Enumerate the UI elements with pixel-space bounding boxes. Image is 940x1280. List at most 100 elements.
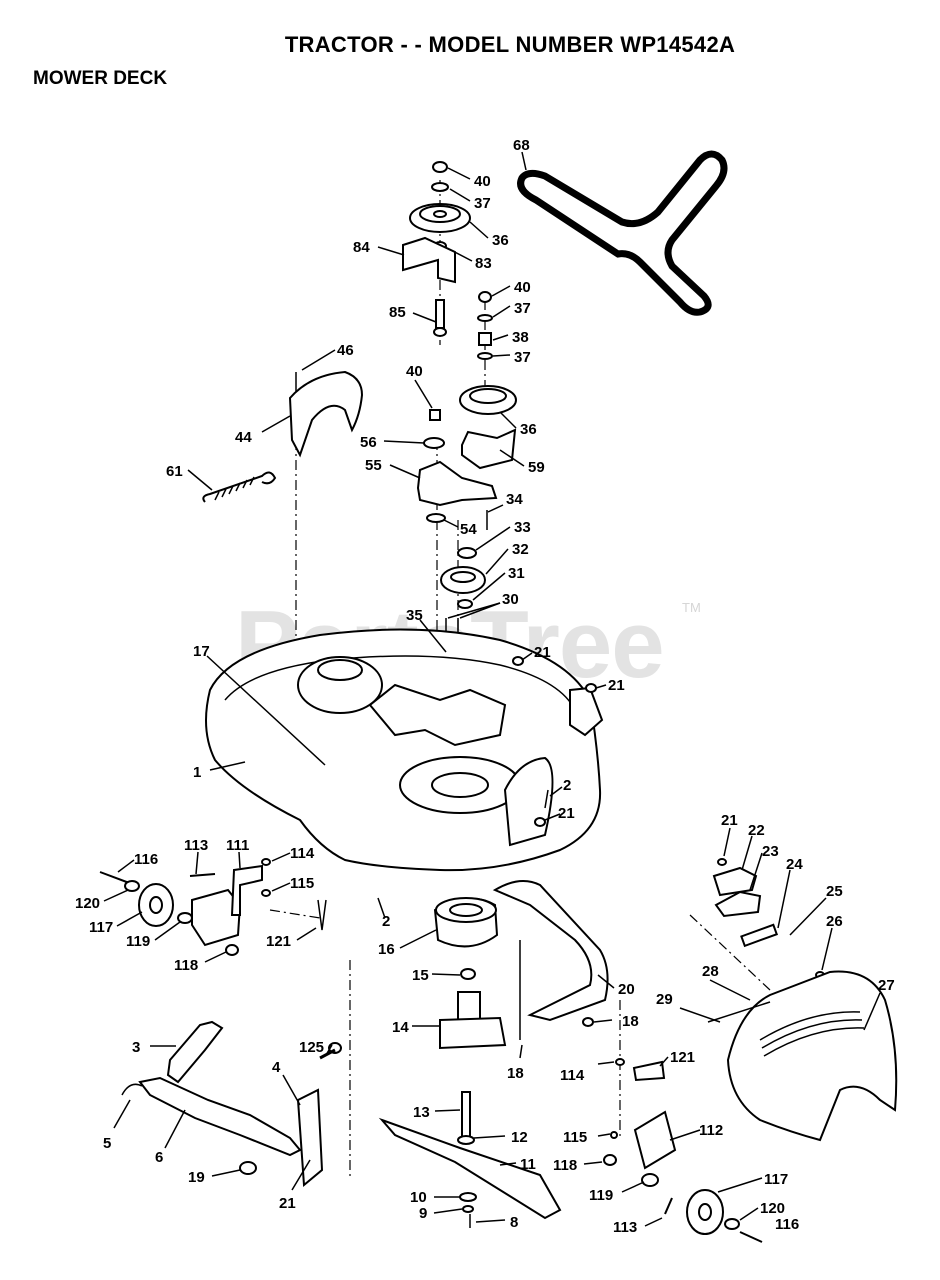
right-gauge-wheel-assembly[interactable] <box>603 1058 763 1243</box>
rear-baffle[interactable] <box>492 880 609 1040</box>
callout-28: 28 <box>702 963 719 980</box>
callout-15: 15 <box>412 967 429 984</box>
idler-pulley-upper[interactable] <box>402 161 471 337</box>
callout-56: 56 <box>360 434 377 451</box>
callout-10: 10 <box>410 1189 427 1206</box>
callout-22: 22 <box>748 822 765 839</box>
callout-61: 61 <box>166 463 183 480</box>
callout-55: 55 <box>365 457 382 474</box>
callout-83: 83 <box>475 255 492 272</box>
callout-117: 117 <box>764 1171 788 1188</box>
callout-118: 118 <box>174 957 198 974</box>
callout-20: 20 <box>618 981 635 998</box>
section-subtitle: MOWER DECK <box>33 68 168 89</box>
callout-4: 4 <box>272 1059 281 1076</box>
callout-59: 59 <box>528 459 545 476</box>
tension-spring[interactable] <box>202 471 277 503</box>
callout-121: 121 <box>266 933 291 950</box>
left-gauge-wheel-assembly[interactable] <box>99 858 327 956</box>
callout-17: 17 <box>193 643 210 660</box>
callout-116: 116 <box>134 851 158 868</box>
callout-23: 23 <box>762 843 779 860</box>
callout-85: 85 <box>389 304 406 321</box>
callout-14: 14 <box>392 1019 409 1036</box>
callout-115: 115 <box>563 1129 587 1146</box>
callout-5: 5 <box>103 1135 111 1152</box>
callout-2: 2 <box>563 777 571 794</box>
callout-37: 37 <box>514 300 531 317</box>
callout-16: 16 <box>378 941 395 958</box>
callout-116: 116 <box>775 1216 799 1233</box>
callout-32: 32 <box>512 541 529 558</box>
idler-pulley-lower[interactable] <box>459 291 517 470</box>
callout-25: 25 <box>826 883 843 900</box>
callout-36: 36 <box>492 232 509 249</box>
callout-114: 114 <box>560 1067 585 1084</box>
callout-2: 2 <box>382 913 390 930</box>
callout-19: 19 <box>188 1169 205 1186</box>
callout-18: 18 <box>622 1013 639 1030</box>
front-hanger-links[interactable] <box>121 1020 342 1188</box>
callout-37: 37 <box>474 195 491 212</box>
callout-13: 13 <box>413 1104 430 1121</box>
callout-12: 12 <box>511 1129 528 1146</box>
callout-114: 114 <box>290 845 315 862</box>
callout-21: 21 <box>608 677 625 694</box>
callout-117: 117 <box>89 919 113 936</box>
callout-11: 11 <box>520 1156 536 1173</box>
callout-120: 120 <box>75 895 100 912</box>
callout-112: 112 <box>699 1122 723 1139</box>
watermark-trademark: TM <box>682 600 701 615</box>
mower-deck-housing[interactable] <box>205 628 604 872</box>
callout-1: 1 <box>193 764 201 781</box>
callout-119: 119 <box>126 933 150 950</box>
callout-24: 24 <box>786 856 803 873</box>
callout-18: 18 <box>507 1065 524 1082</box>
callout-9: 9 <box>419 1205 427 1222</box>
callout-40: 40 <box>406 363 423 380</box>
callout-121: 121 <box>670 1049 695 1066</box>
callout-8: 8 <box>510 1214 518 1231</box>
belt-guard[interactable] <box>288 370 364 458</box>
callout-118: 118 <box>553 1157 577 1174</box>
spindle-assembly[interactable] <box>378 897 562 1228</box>
idler-bracket[interactable] <box>416 409 498 675</box>
callout-35: 35 <box>406 607 423 624</box>
callout-labels: 68 40 37 36 84 83 85 40 37 38 37 46 36 4… <box>75 137 895 1236</box>
callout-111: 111 <box>226 837 249 854</box>
callout-33: 33 <box>514 519 531 536</box>
page-title: TRACTOR - - MODEL NUMBER WP14542A <box>284 32 736 57</box>
callout-21: 21 <box>558 805 575 822</box>
callout-54: 54 <box>460 521 477 538</box>
callout-31: 31 <box>508 565 525 582</box>
callout-120: 120 <box>760 1200 785 1217</box>
callout-40: 40 <box>474 173 491 190</box>
callout-21: 21 <box>534 644 551 661</box>
callout-40: 40 <box>514 279 531 296</box>
callout-30: 30 <box>502 591 519 608</box>
callout-44: 44 <box>235 429 252 446</box>
callout-68: 68 <box>513 137 530 154</box>
callout-125: 125 <box>299 1039 324 1056</box>
callout-115: 115 <box>290 875 314 892</box>
callout-38: 38 <box>512 329 529 346</box>
callout-29: 29 <box>656 991 673 1008</box>
callout-34: 34 <box>506 491 523 508</box>
callout-21: 21 <box>279 1195 296 1212</box>
callout-3: 3 <box>132 1039 140 1056</box>
callout-26: 26 <box>826 913 843 930</box>
callout-37: 37 <box>514 349 531 366</box>
callout-119: 119 <box>589 1187 613 1204</box>
callout-113: 113 <box>613 1219 637 1236</box>
discharge-chute-assembly[interactable] <box>707 858 898 1142</box>
mower-belt[interactable] <box>517 150 728 316</box>
leader-lines <box>103 151 881 1227</box>
callout-46: 46 <box>337 342 354 359</box>
callout-21: 21 <box>721 812 738 829</box>
callout-36: 36 <box>520 421 537 438</box>
callout-6: 6 <box>155 1149 163 1166</box>
callout-27: 27 <box>878 977 895 994</box>
callout-84: 84 <box>353 239 370 256</box>
callout-113: 113 <box>184 837 208 854</box>
